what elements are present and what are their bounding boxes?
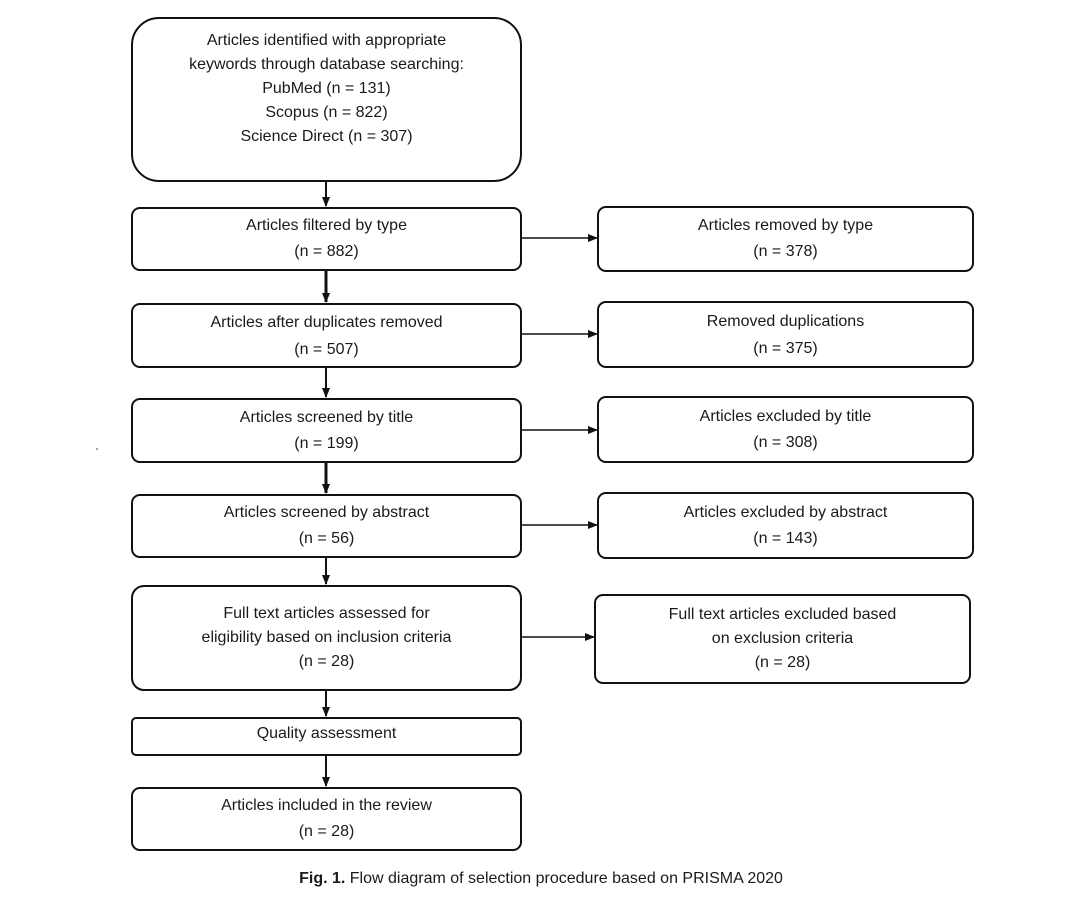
box-text: (n = 308)	[753, 433, 818, 451]
box-fulltext: Full text articles assessed for eligibil…	[131, 585, 522, 691]
box-text: on exclusion criteria	[711, 630, 854, 647]
box-text: Articles excluded by title	[699, 407, 872, 425]
box-excluded-fulltext: Full text articles excluded based on exc…	[594, 594, 971, 684]
box-text: (n = 28)	[298, 823, 355, 840]
box-text: Removed duplications	[706, 312, 865, 330]
box-text: keywords through database searching:	[189, 56, 464, 73]
box-text: (n = 882)	[294, 243, 359, 260]
box-filtered: Articles filtered by type (n = 882)	[131, 207, 522, 271]
box-quality: Quality assessment	[131, 717, 522, 756]
stray-dot	[96, 448, 98, 450]
box-text: (n = 378)	[753, 243, 818, 260]
box-text: (n = 28)	[298, 653, 355, 670]
box-text: Articles screened by title	[239, 408, 414, 426]
box-removed-dup: Removed duplications (n = 375)	[597, 301, 974, 368]
box-text: eligibility based on inclusion criteria	[201, 629, 452, 646]
box-text: (n = 507)	[294, 340, 359, 358]
caption-text: Flow diagram of selection procedure base…	[345, 870, 783, 887]
figure-caption: Fig. 1. Flow diagram of selection proced…	[0, 870, 1082, 888]
box-screened-abstract: Articles screened by abstract (n = 56)	[131, 494, 522, 558]
box-excluded-abstract: Articles excluded by abstract (n = 143)	[597, 492, 974, 559]
box-identified: Articles identified with appropriate key…	[131, 17, 522, 182]
box-text: Articles excluded by abstract	[683, 503, 888, 521]
box-text: Scopus (n = 822)	[265, 104, 388, 121]
box-text: (n = 375)	[753, 339, 818, 357]
box-text: (n = 28)	[754, 654, 811, 671]
caption-label: Fig. 1.	[299, 870, 346, 887]
box-text: PubMed (n = 131)	[262, 80, 391, 97]
box-included: Articles included in the review (n = 28)	[131, 787, 522, 851]
box-text: Articles after duplicates removed	[210, 313, 443, 331]
box-dedup: Articles after duplicates removed (n = 5…	[131, 303, 522, 368]
box-text: Articles identified with appropriate	[206, 32, 447, 49]
box-text: (n = 56)	[298, 530, 355, 547]
box-text: Full text articles excluded based	[668, 606, 897, 623]
box-text: Articles filtered by type	[246, 217, 407, 234]
box-excluded-title: Articles excluded by title (n = 308)	[597, 396, 974, 463]
box-text: Articles screened by abstract	[223, 504, 430, 521]
box-text: Science Direct (n = 307)	[240, 128, 413, 145]
box-removed-type: Articles removed by type (n = 378)	[597, 206, 974, 272]
box-text: Full text articles assessed for	[223, 605, 430, 622]
box-screened-title: Articles screened by title (n = 199)	[131, 398, 522, 463]
box-text: Quality assessment	[256, 724, 397, 742]
box-text: Articles removed by type	[697, 217, 874, 234]
box-text: (n = 199)	[294, 434, 359, 452]
box-text: (n = 143)	[753, 529, 818, 547]
box-text: Articles included in the review	[221, 797, 432, 814]
